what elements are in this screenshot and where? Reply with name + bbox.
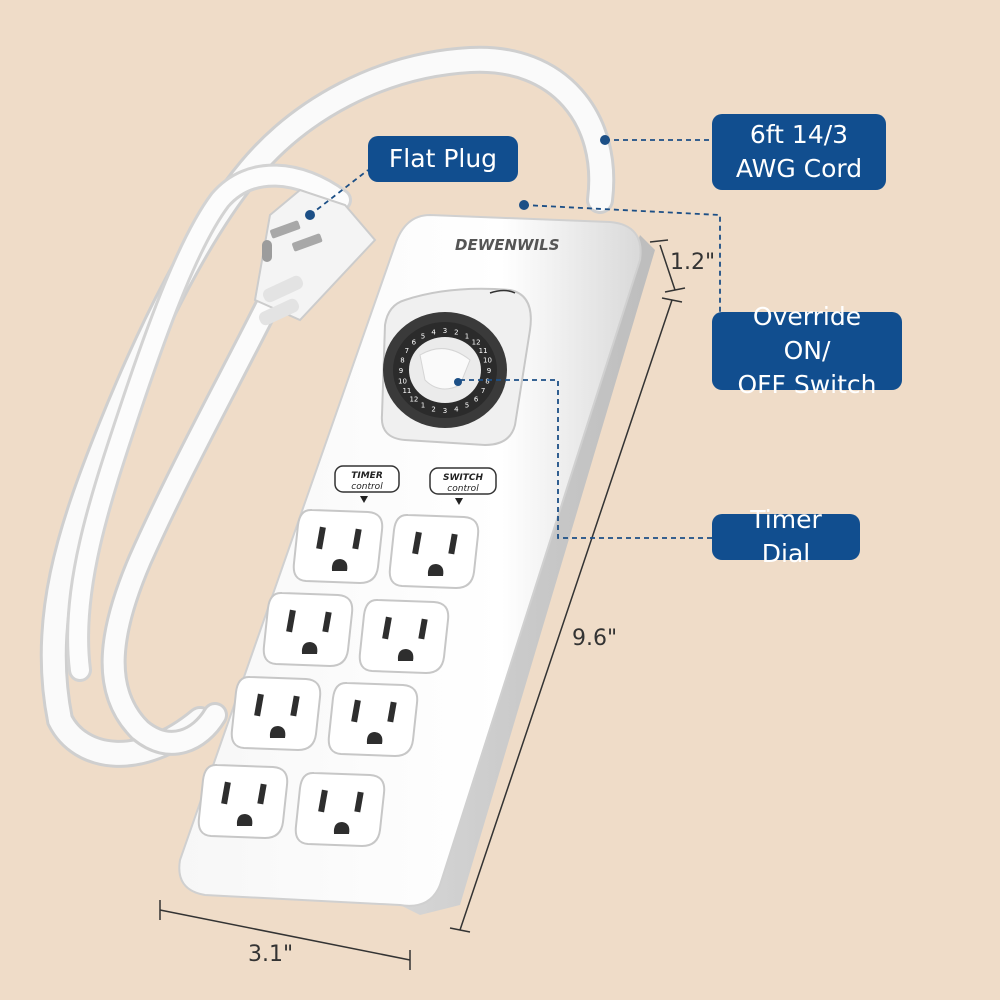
timer-label-line1: TIMER (351, 471, 383, 481)
dial-number: 1 (421, 402, 425, 410)
cord-callout-line1: 6ft 14/3 (749, 120, 849, 149)
switch-control-label: SWITCH control (429, 467, 497, 505)
leader-lines (309, 139, 721, 539)
dimension-lines (159, 239, 686, 970)
dimension-width: 3.1" (248, 942, 294, 967)
cord-callout: 6ft 14/3 AWG Cord (712, 114, 886, 190)
dimension-length: 9.6" (572, 626, 618, 651)
outlet[interactable] (327, 681, 419, 758)
override-callout-line2: OFF Switch (737, 370, 877, 399)
override-switch-callout: Override ON/ OFF Switch (712, 302, 902, 399)
outlet[interactable] (262, 591, 354, 668)
flat-plug (253, 188, 377, 326)
dial-number: 6 (412, 339, 417, 347)
dial-number: 1 (465, 332, 469, 340)
outlet[interactable] (358, 598, 450, 675)
dial-number: 10 (483, 357, 492, 365)
timer-arrow-icon (360, 496, 368, 503)
dial-number: 5 (465, 402, 469, 410)
brand-logo: DEWENWILS (455, 236, 560, 254)
dial-number: 4 (454, 406, 459, 414)
timer-label-line2: control (351, 482, 383, 492)
dial-number: 12 (409, 395, 418, 403)
dial-number: 3 (443, 327, 447, 335)
dial-number: 12 (472, 339, 481, 347)
switch-arrow-icon (455, 498, 463, 505)
dial-number: 6 (474, 395, 479, 403)
flat-plug-callout: Flat Plug (368, 136, 518, 182)
dial-number: 3 (443, 407, 447, 415)
dial-number: 9 (487, 367, 491, 375)
dimension-height: 1.2" (670, 250, 716, 275)
dial-number: 7 (481, 387, 485, 395)
dial-number: 8 (400, 357, 404, 365)
dial-number: 11 (402, 387, 411, 395)
timer-dial-callout-text: Timer Dial (750, 505, 822, 568)
power-cord (39, 45, 616, 768)
dial-number: 10 (398, 377, 407, 385)
outlet[interactable] (294, 771, 386, 848)
outlet[interactable] (388, 513, 480, 590)
timer-dial-callout: Timer Dial (712, 505, 860, 568)
timer-control-label: TIMER control (334, 465, 400, 503)
dial-number: 4 (431, 328, 436, 336)
dial-number: 9 (399, 367, 403, 375)
flat-plug-callout-text: Flat Plug (388, 144, 498, 173)
switch-label-line1: SWITCH (443, 473, 484, 483)
outlet[interactable] (230, 675, 322, 752)
override-callout-line1: Override ON/ (752, 302, 862, 365)
outlet[interactable] (292, 508, 384, 585)
dial-number: 2 (454, 328, 458, 336)
dial-number: 11 (479, 347, 488, 355)
switch-label-line2: control (447, 484, 479, 494)
dial-number: 2 (431, 406, 435, 414)
dial-number: 5 (421, 332, 425, 340)
outlet[interactable] (197, 763, 289, 840)
cord-callout-line2: AWG Cord (735, 154, 863, 183)
dial-number: 8 (485, 377, 489, 385)
outlets (197, 508, 480, 848)
leader-points (305, 135, 610, 220)
dial-number: 7 (405, 347, 409, 355)
